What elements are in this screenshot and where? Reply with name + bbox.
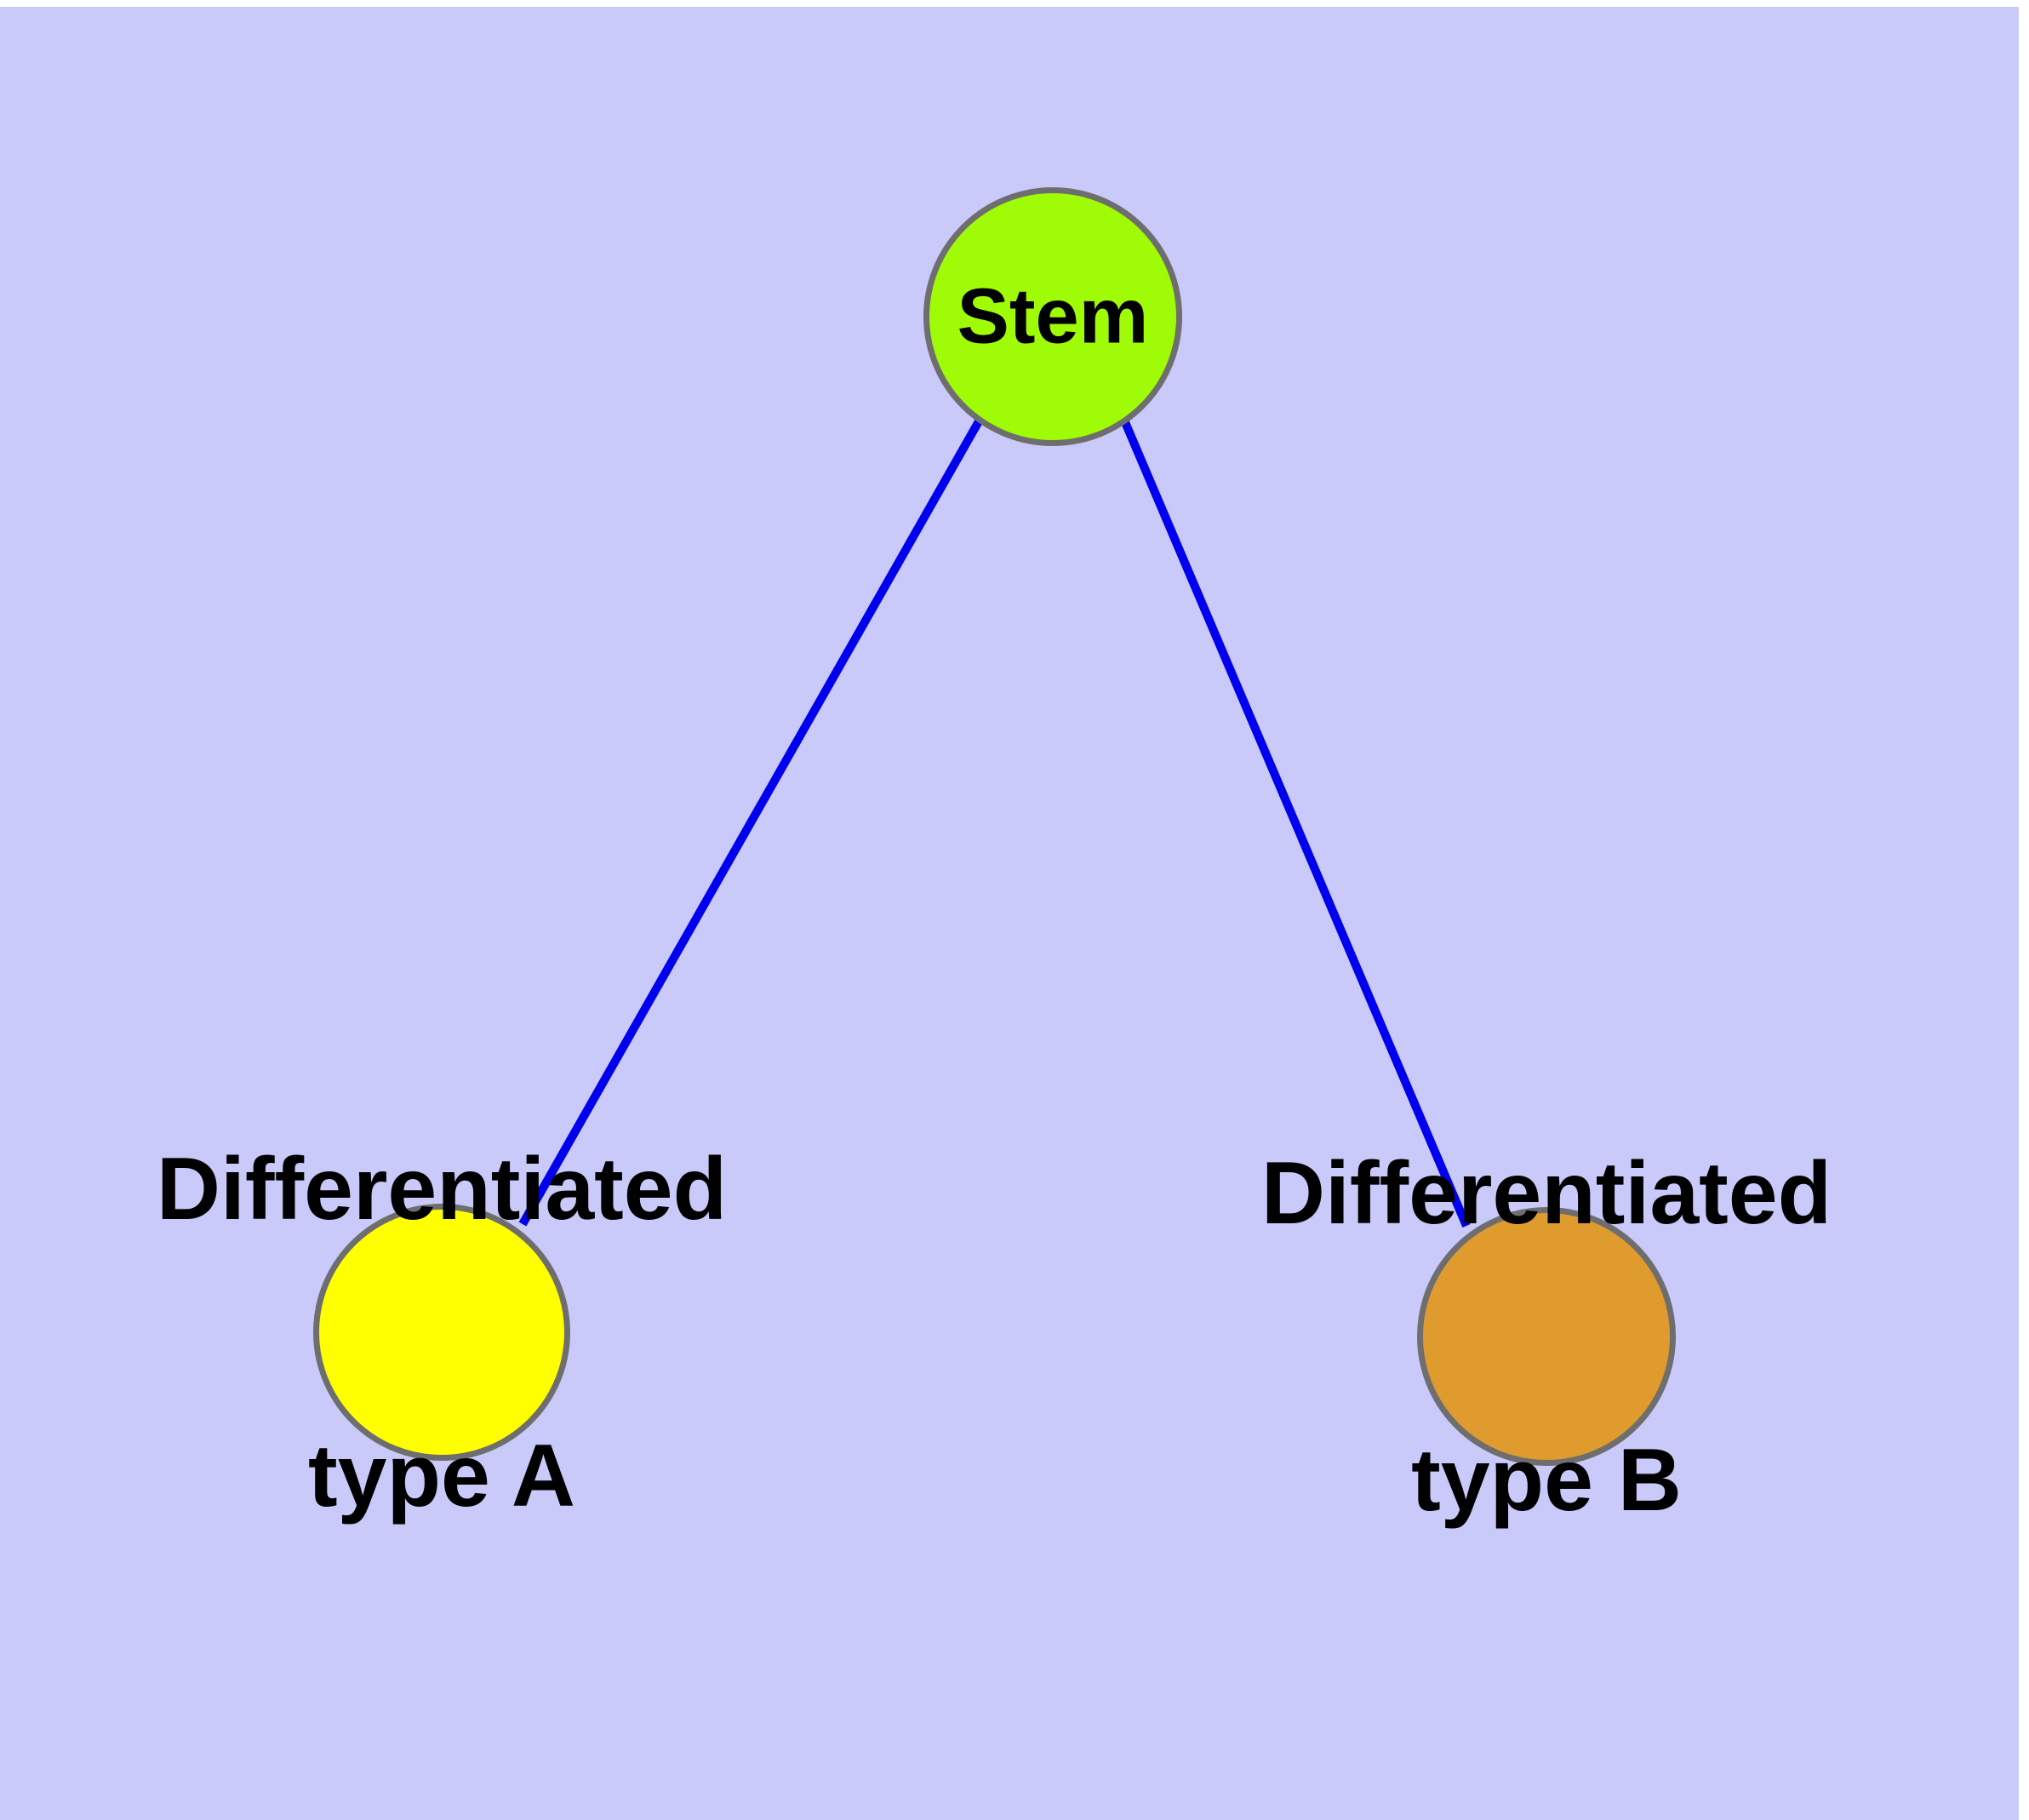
node-layer	[313, 187, 1676, 1466]
node-differentiated-type-b[interactable]	[1417, 1207, 1676, 1466]
edge-stem-to-diff-a[interactable]	[518, 419, 983, 1227]
node-differentiated-type-a[interactable]	[313, 1204, 570, 1461]
node-stem[interactable]	[923, 187, 1182, 446]
edge-stem-to-diff-b[interactable]	[1121, 421, 1471, 1228]
edge-layer	[518, 419, 1471, 1228]
